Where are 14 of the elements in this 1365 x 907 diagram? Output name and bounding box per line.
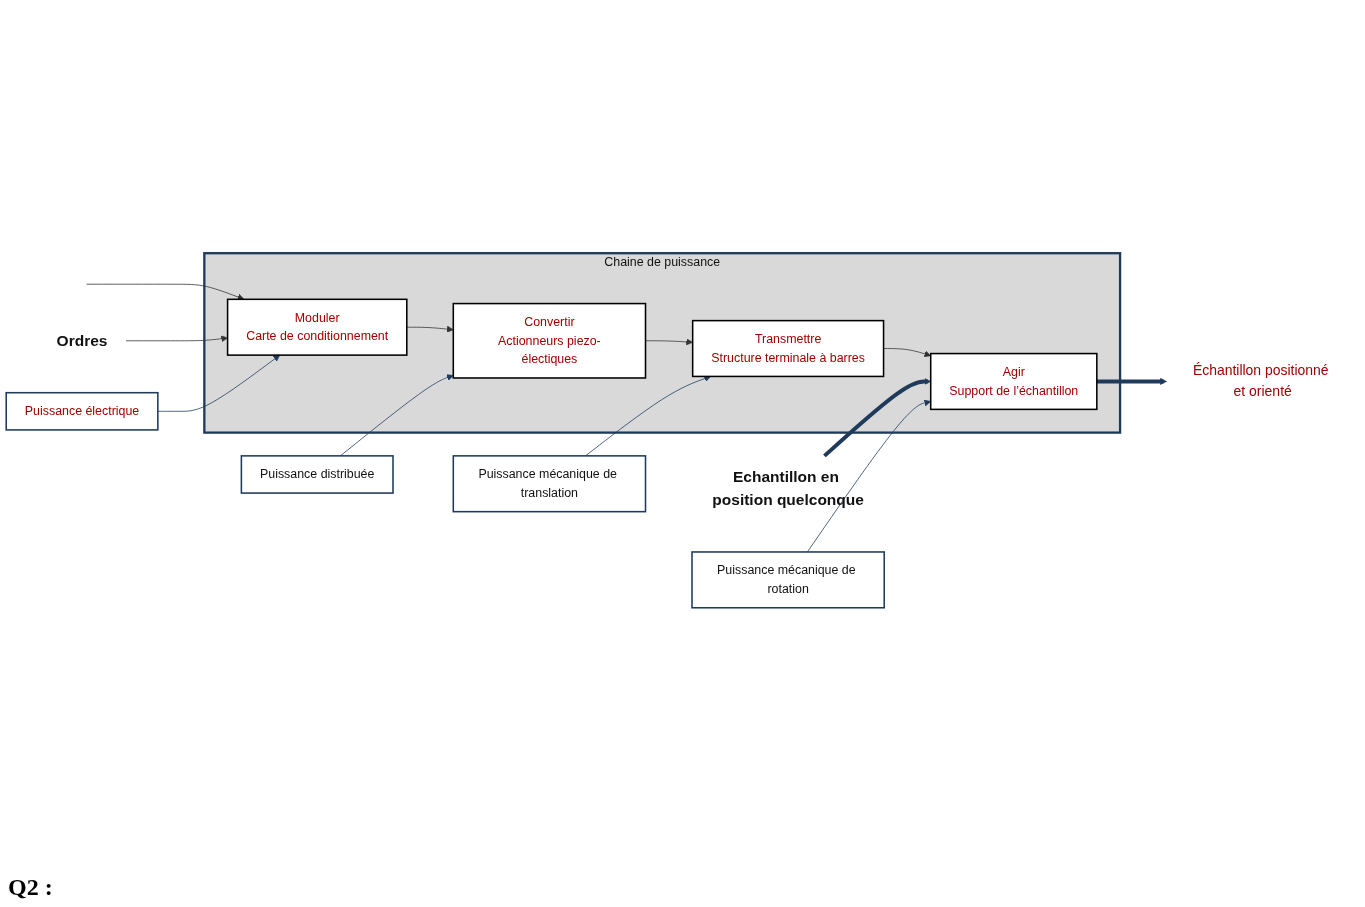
node-box: Transmettre Structure terminale à barres: [691, 319, 885, 377]
node-box: Puissance distribuée: [240, 454, 394, 494]
node-box: Puissance mécanique de rotation: [691, 550, 885, 609]
node-text: Échantillon positionné et orienté: [1192, 362, 1329, 399]
node-box: Agir Support de l’échantillon: [929, 352, 1098, 410]
question-label: Q2 :: [8, 874, 53, 900]
node-box: Moduler Carte de conditionnement: [226, 298, 408, 356]
node-box: Puissance électrique: [5, 391, 159, 431]
node-box: Convertir Actionneurs piezo-électiques: [452, 302, 647, 379]
node-text: Ordres: [56, 331, 108, 349]
arrow: [1096, 377, 1167, 385]
node-text: Echantillon en position quelconque: [712, 467, 864, 509]
node-box: Puissance mécanique de translation: [452, 454, 647, 512]
arrow: [823, 377, 931, 457]
